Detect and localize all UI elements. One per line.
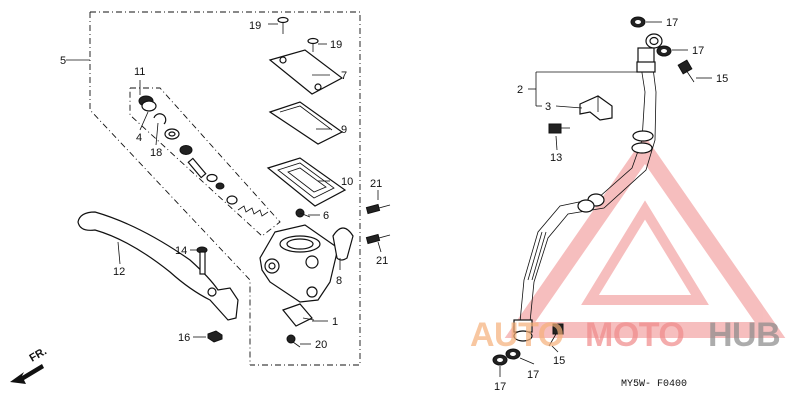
screw-19-side — [307, 37, 319, 52]
label-19-top: 19 — [249, 20, 261, 32]
label-18: 18 — [150, 147, 162, 159]
pivot-nut — [207, 330, 223, 343]
watermark-triangle — [504, 135, 786, 338]
washer-17-c — [492, 354, 508, 366]
label-21-upper: 21 — [370, 178, 382, 190]
diagram-code: MY5W- F0400 — [621, 379, 687, 390]
watermark-auto: AUTO — [470, 316, 564, 354]
bolt-13 — [548, 123, 570, 134]
label-15-bottom: 15 — [553, 355, 565, 367]
hose-clamp — [579, 95, 613, 121]
piston-kit — [138, 95, 269, 217]
label-9: 9 — [341, 124, 347, 136]
pivot-bolt — [196, 246, 208, 275]
screw-20 — [286, 334, 301, 348]
label-17-c: 17 — [494, 381, 506, 393]
label-20: 20 — [315, 339, 327, 351]
switch-1 — [281, 303, 315, 327]
diaphragm — [266, 157, 347, 207]
bolt-15-top — [677, 59, 695, 83]
washer-17-d — [505, 348, 521, 360]
label-6: 6 — [323, 210, 329, 222]
bolt-6 — [295, 208, 311, 218]
label-1: 1 — [332, 316, 338, 328]
diaphragm-plate — [268, 101, 344, 145]
label-4: 4 — [136, 132, 142, 144]
label-8: 8 — [336, 275, 342, 287]
label-17-a: 17 — [666, 17, 678, 29]
washer-17-a — [630, 16, 646, 28]
watermark-logo: AUTO MOTO HUB — [470, 316, 781, 354]
master-cylinder-body — [259, 224, 339, 303]
label-19-side: 19 — [330, 39, 342, 51]
label-2: 2 — [517, 84, 523, 96]
label-14: 14 — [175, 245, 187, 257]
front-direction-arrow: FR. — [10, 345, 49, 384]
label-10: 10 — [341, 176, 353, 188]
reservoir-cap — [268, 49, 344, 95]
bolt-21-upper — [365, 203, 391, 215]
bolt-21-lower — [365, 233, 391, 245]
banjo-top — [645, 33, 663, 49]
leader-lines — [66, 21, 712, 377]
direction-label: FR. — [28, 345, 49, 364]
watermark-hub: HUB — [708, 316, 780, 354]
label-11: 11 — [134, 66, 145, 78]
brake-lever — [77, 211, 239, 321]
label-12: 12 — [113, 266, 125, 278]
label-3: 3 — [545, 101, 551, 113]
washer-17-b — [656, 45, 672, 57]
bolt-15-bottom — [548, 323, 564, 347]
screw-19-top — [277, 16, 289, 34]
label-16: 16 — [178, 332, 190, 344]
hose-assembly — [513, 47, 657, 342]
label-15-top: 15 — [716, 73, 728, 85]
label-17-d: 17 — [527, 369, 539, 381]
label-7: 7 — [341, 70, 347, 82]
watermark-moto: MOTO — [585, 316, 684, 354]
holder — [332, 227, 354, 261]
label-21-lower: 21 — [376, 255, 388, 267]
assembly-boundary — [89, 11, 361, 366]
label-13: 13 — [550, 152, 562, 164]
label-5: 5 — [60, 55, 66, 67]
callout-labels: 5 11 4 18 19 19 7 9 10 6 21 21 8 1 20 12… — [60, 17, 728, 393]
label-17-b: 17 — [692, 45, 704, 57]
